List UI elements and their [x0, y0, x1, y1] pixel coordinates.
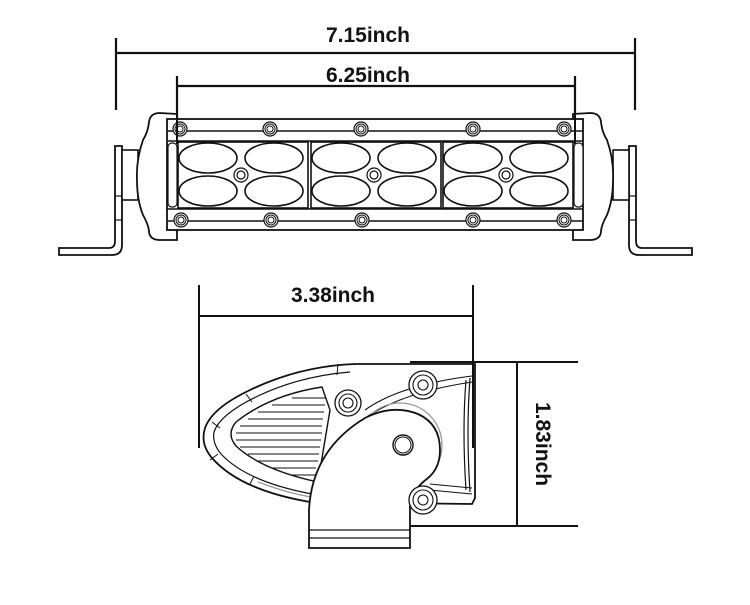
side-view: 3.38inch 1.83inch — [198, 284, 578, 549]
right-mounting-bracket — [612, 145, 693, 256]
pivot-bolt — [392, 434, 414, 456]
side-screw-upper-left — [334, 389, 362, 417]
side-screw-bottom-right — [408, 485, 438, 515]
dimension-overall-width: 7.15inch — [114, 24, 637, 110]
body-width-label: 6.25inch — [326, 64, 410, 87]
led-module-3 — [442, 141, 574, 209]
lens-fins — [236, 397, 326, 476]
depth-label: 3.38inch — [291, 284, 375, 307]
overall-width-label: 7.15inch — [326, 24, 410, 47]
height-label: 1.83inch — [531, 402, 554, 486]
led-module-2 — [310, 141, 442, 209]
side-screw-top-right — [408, 370, 438, 400]
dimension-depth: 3.38inch — [198, 284, 474, 448]
screws-bottom — [173, 212, 572, 228]
left-mounting-bracket — [58, 145, 139, 256]
front-view: 7.15inch 6.25inch — [58, 24, 693, 256]
led-module-1 — [177, 141, 309, 209]
dimension-height: 1.83inch — [410, 361, 578, 527]
